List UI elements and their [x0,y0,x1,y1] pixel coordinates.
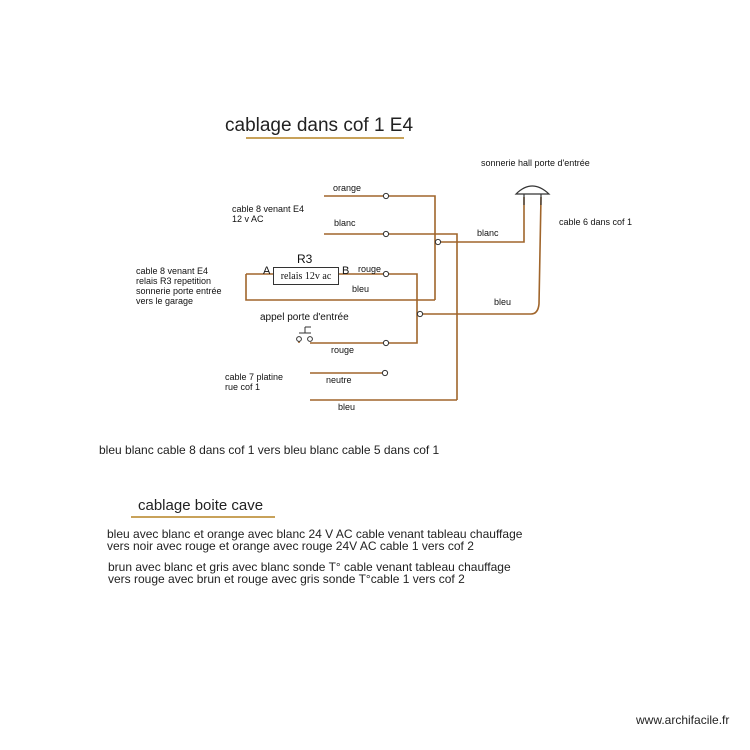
cable6-label: cable 6 dans cof 1 [559,217,633,227]
terminal [382,270,390,278]
relay-name: R3 [297,252,313,266]
wire-label-rouge-button: rouge [331,345,355,355]
push-button-icon [299,326,311,334]
cave-title: cablage boite cave [138,497,264,514]
cave-line-2: vers noir avec rouge et orange avec roug… [107,539,474,553]
cave-line-3: brun avec blanc et gris avec blanc sonde… [108,560,511,574]
terminal [416,310,424,318]
relay-terminal-b: B [342,265,350,277]
wire-label-bleu-bottom: bleu [338,402,356,412]
wire-label-bleu-relay: bleu [352,284,370,294]
wire-label-rouge-relay: rouge [358,264,382,274]
cable8-relay-label-line1: cable 8 venant E4 [136,266,209,276]
terminal [434,238,442,246]
terminal [381,369,389,377]
page-title: cablage dans cof 1 E4 [225,115,414,136]
wire-rouge-relay [339,273,418,344]
wire-blanc-doorbell [438,197,525,243]
wire-label-blanc-right: blanc [477,228,499,238]
doorbell-label: sonnerie hall porte d'entrée [481,158,590,168]
cable8-e4-label-line2: 12 v AC [232,214,264,224]
call-button-label: appel porte d'entrée [260,312,349,323]
wire-blanc-top [324,233,458,400]
cable8-e4-label-line1: cable 8 venant E4 [232,204,305,214]
terminal [307,336,313,342]
terminal [382,192,390,200]
note-bleu-blanc: bleu blanc cable 8 dans cof 1 vers bleu … [99,443,440,457]
cable8-relay-label-line2: relais R3 repetition [136,276,212,286]
doorbell-icon [514,185,551,205]
relay-text: relais 12v ac [280,270,332,282]
wire-label-orange: orange [333,183,362,193]
cable7-label-line2: rue cof 1 [225,382,261,392]
watermark: www.archifacile.fr [636,713,730,727]
wire-label-neutre: neutre [326,375,352,385]
cable8-relay-label-line3: sonnerie porte entrée [136,286,222,296]
cable8-relay-label-line4: vers le garage [136,296,194,306]
cave-line-1: bleu avec blanc et orange avec blanc 24 … [107,527,523,541]
wire-label-blanc: blanc [334,218,356,228]
wire-label-bleu-right: bleu [494,297,512,307]
terminal [382,339,390,347]
terminal [296,336,302,342]
wire-bleu-doorbell [420,196,542,315]
cave-line-4: vers rouge avec brun et rouge avec gris … [108,572,465,586]
wire-orange [324,195,436,300]
relay-box: relais 12v ac [273,267,339,285]
relay-terminal-a: A [263,265,271,277]
wire-bleu-relay [245,274,435,301]
cable7-label-line1: cable 7 platine [225,372,284,382]
terminal [382,230,390,238]
